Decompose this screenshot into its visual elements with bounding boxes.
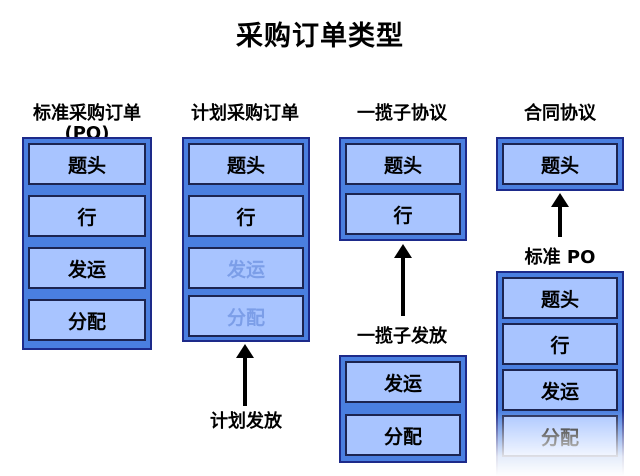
column-label-contract-agreement: 合同协议	[524, 103, 596, 124]
label-line-1: 标准采购订单	[33, 103, 141, 124]
header-box: 题头	[28, 143, 146, 185]
corner-fade-overlay	[490, 410, 640, 476]
distribution-box: 分配	[345, 414, 461, 456]
header-box: 题头	[188, 143, 304, 185]
line-box: 行	[188, 195, 304, 237]
shipment-box: 发运	[345, 361, 461, 403]
distribution-box: 分配	[28, 299, 146, 341]
header-box: 题头	[345, 143, 461, 185]
planned-release-arrow	[236, 344, 254, 406]
planned-release-label: 计划发放	[210, 411, 282, 432]
standard-po-panel: 题头 行 发运 分配	[22, 137, 152, 350]
line-box: 行	[502, 323, 618, 365]
shipment-box: 发运	[502, 369, 618, 411]
blanket-release-panel: 发运 分配	[339, 355, 467, 463]
contract-reference-arrow	[551, 193, 569, 237]
blanket-release-arrow	[394, 244, 412, 316]
blanket-release-label: 一揽子发放	[357, 326, 447, 347]
line-box: 行	[345, 193, 461, 235]
diagram-title: 采购订单类型	[236, 21, 404, 52]
distribution-box: 分配	[188, 295, 304, 337]
header-box: 题头	[502, 143, 618, 185]
contract-agreement-panel: 题头	[496, 137, 624, 191]
line-box: 行	[28, 195, 146, 237]
standard-po-label: 标准 PO	[524, 247, 596, 268]
planned-po-panel: 题头 行 发运 分配	[182, 137, 310, 342]
column-label-blanket-agreement: 一揽子协议	[357, 103, 447, 124]
blanket-agreement-panel: 题头 行	[339, 137, 467, 241]
shipment-box: 发运	[28, 247, 146, 289]
header-box: 题头	[502, 277, 618, 319]
column-label-planned-po: 计划采购订单	[191, 103, 299, 124]
shipment-box: 发运	[188, 247, 304, 289]
